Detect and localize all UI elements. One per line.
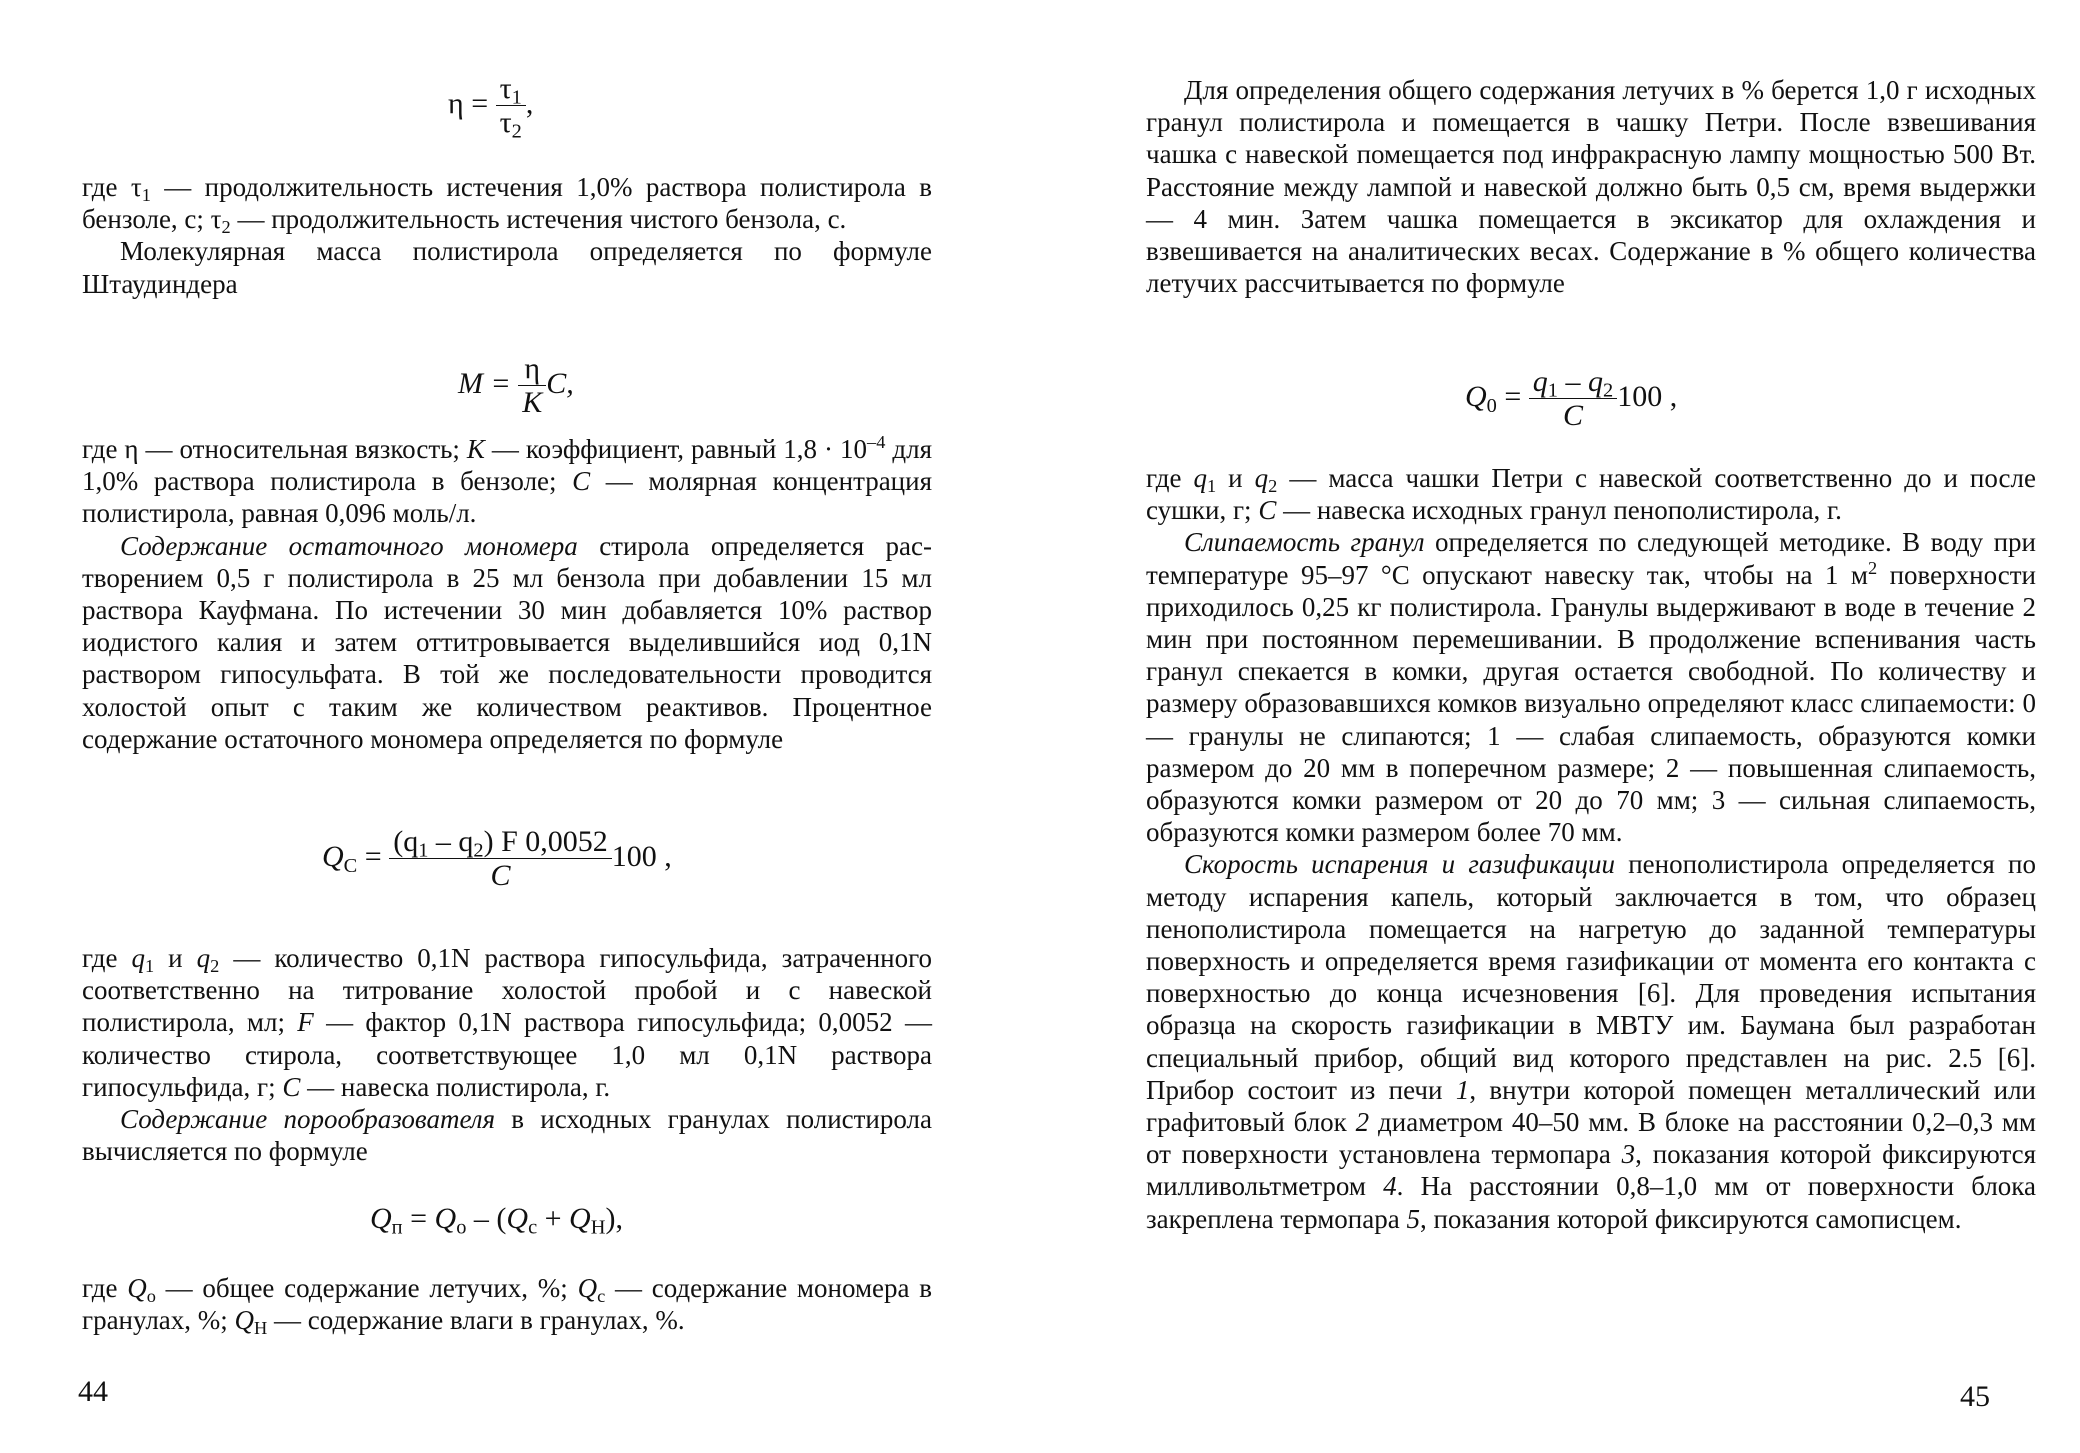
page-number: 44 <box>78 1375 108 1408</box>
formula-blowing-agent: Qп = Qо – (Qс + QН), <box>370 1202 623 1239</box>
paragraph: где η — относительная вязкость; K — коэф… <box>82 431 932 529</box>
paragraph: где τ1 — продолжительность истечения 1,0… <box>82 172 932 238</box>
formula-lhs: η = <box>448 87 489 121</box>
left-text-block-4: где Qо — общее содержание летучих, %; Qс… <box>82 1272 933 1339</box>
formula-residual-monomer: QC = (q1 – q2) F 0,0052 C 100 , <box>322 825 672 894</box>
right-text-block-1: Для определения общего содержания летучи… <box>1146 74 2036 299</box>
formula-staudinger: M = η K C, <box>458 352 574 421</box>
left-text-block-2: где η — относительная вязкость; K — коэф… <box>82 433 932 755</box>
formula-total-volatiles: Q0 = q1 – q2 C 100 , <box>1465 365 1678 434</box>
formula-fraction: (q1 – q2) F 0,0052 C <box>389 825 612 894</box>
formula-viscosity: η = τ1 τ2 , <box>448 72 534 143</box>
page-number: 45 <box>1960 1380 1990 1413</box>
paragraph: где q1 и q2 — количество 0,1N раствора г… <box>82 943 933 1102</box>
paragraph: Слипаемость гранул определяется по следу… <box>1146 527 2036 848</box>
paragraph: Молекулярная масса полистирола определяе… <box>82 236 932 299</box>
right-page: Для определения общего содержания летучи… <box>1040 0 2080 1453</box>
paragraph: Для определения общего содержания летучи… <box>1146 75 2036 299</box>
formula-fraction: τ1 τ2 <box>495 72 526 142</box>
paragraph: Содержание порообразователя в исходных г… <box>82 1104 932 1167</box>
left-page: η = τ1 τ2 , где τ1 — продолжительность и… <box>78 72 933 1408</box>
left-text-block-3: где q1 и q2 — количество 0,1N раствора г… <box>82 942 932 1167</box>
paragraph: Скорость испарения и газификации пенопол… <box>1146 849 2037 1234</box>
left-text-block-1: где τ1 — продолжительность истечения 1,0… <box>82 171 932 300</box>
paragraph: Содержание остаточного мономера стирола … <box>82 530 932 754</box>
paragraph: где q1 и q2 — масса чашки Петри с навеск… <box>1146 463 2036 526</box>
formula-fraction: q1 – q2 C <box>1528 365 1618 434</box>
paragraph: где Qо — общее содержание летучих, %; Qс… <box>82 1273 933 1339</box>
formula-fraction: η K <box>518 352 547 421</box>
right-text-block-2: где q1 и q2 — масса чашки Петри с навеск… <box>1146 462 2036 1235</box>
